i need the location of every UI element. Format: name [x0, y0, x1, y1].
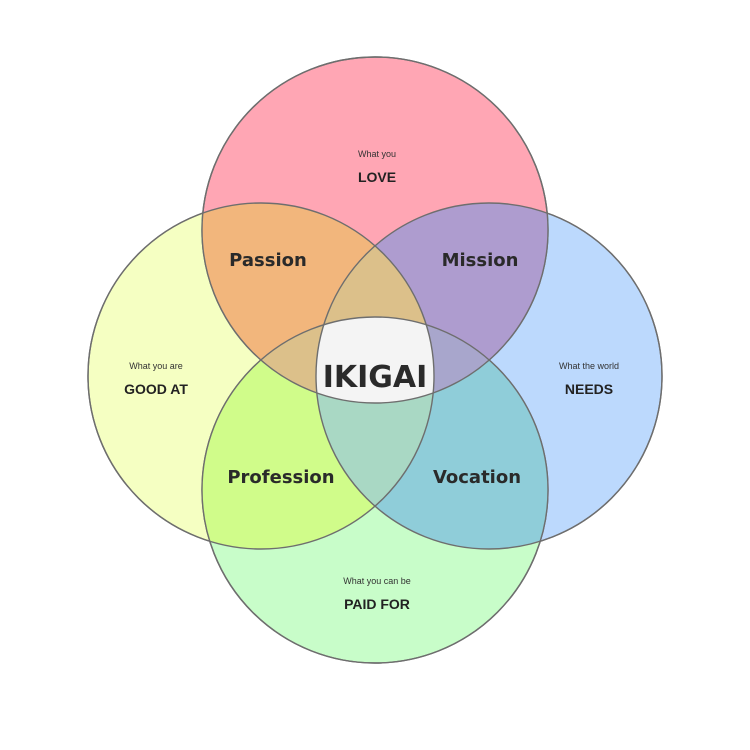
ikigai-label: IKIGAI — [323, 360, 428, 395]
needs-small-label: What the world — [559, 361, 619, 371]
good-at-big-label: GOOD AT — [124, 381, 188, 397]
love-small-label: What you — [358, 149, 396, 159]
love-big-label: LOVE — [358, 169, 396, 185]
vocation-label: Vocation — [433, 467, 521, 488]
paid-for-big-label: PAID FOR — [344, 596, 410, 612]
paid-for-small-label: What you can be — [343, 576, 411, 586]
paid-for-center-lens — [316, 317, 434, 549]
mission-label: Mission — [442, 250, 519, 271]
passion-label: Passion — [229, 250, 307, 271]
needs-big-label: NEEDS — [565, 381, 613, 397]
profession-label: Profession — [227, 467, 334, 488]
circle-outlines — [87, 56, 663, 664]
good-at-small-label: What you are — [129, 361, 183, 371]
